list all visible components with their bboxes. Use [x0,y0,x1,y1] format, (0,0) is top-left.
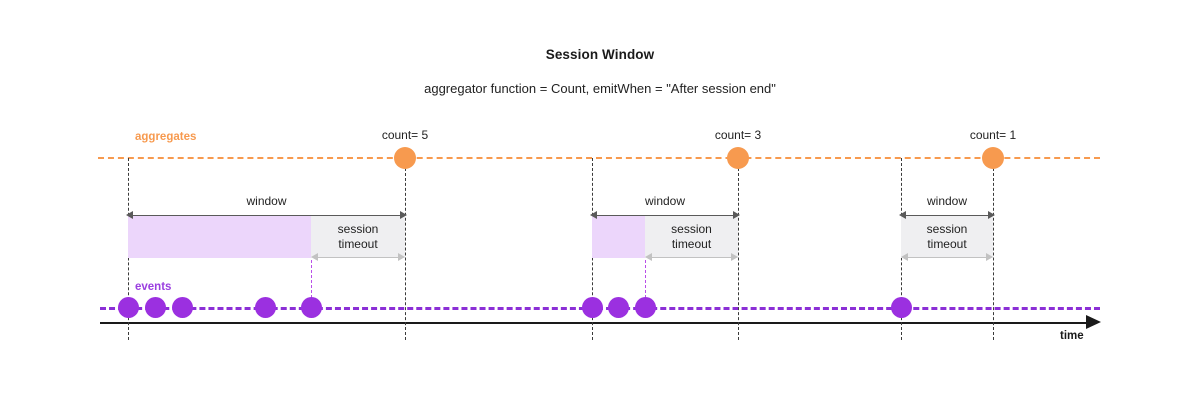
session-timeout-label-line2: timeout [927,237,967,251]
session-active-box-1 [128,215,311,258]
count-label-2: count= 3 [714,128,762,142]
window-arrow-head-left-1 [126,211,133,219]
window-arrow-line-1 [131,215,402,216]
event-marker [254,296,276,318]
timeout-arrow-line-3 [906,257,988,258]
time-axis-line [100,322,1088,324]
timeout-arrow-head-left-1 [311,253,318,261]
event-marker [890,296,912,318]
session-timeout-label-line1: session [671,222,712,236]
timeout-arrow-head-right-1 [398,253,405,261]
session-timeout-label-line1: session [337,222,379,236]
session-timeout-label-1: session timeout [311,222,405,252]
window-arrow-head-right-1 [400,211,407,219]
timeout-arrow-line-1 [316,257,400,258]
session-active-box-2 [592,215,645,258]
window-label-3: window [926,194,968,208]
event-marker [117,296,139,318]
aggregates-baseline [98,157,1100,159]
session-emit-guide-3 [993,168,994,340]
window-arrow-line-3 [904,215,990,216]
window-arrow-head-left-3 [899,211,906,219]
timeout-arrow-head-right-2 [731,253,738,261]
session-timeout-box-2 [645,215,738,258]
count-label-1: count= 5 [381,128,429,142]
session-timeout-box-3 [901,215,993,258]
diagram-subtitle: aggregator function = Count, emitWhen = … [424,81,776,96]
timeout-arrow-head-right-3 [986,253,993,261]
session-emit-guide-2 [738,168,739,340]
session-timeout-label-line2: timeout [338,237,378,251]
session-end-guide-1 [311,215,312,308]
aggregate-marker-2 [727,147,749,169]
window-arrow-head-right-2 [733,211,740,219]
session-emit-guide-1 [405,168,406,340]
session-timeout-label-3: session timeout [901,222,993,252]
timeout-arrow-head-left-2 [645,253,652,261]
window-arrow-head-left-2 [590,211,597,219]
timeout-arrow-head-left-3 [901,253,908,261]
window-label-1: window [246,194,287,208]
events-row-label: events [135,281,172,293]
session-timeout-label-line2: timeout [671,237,712,251]
time-axis-arrowhead [1086,315,1101,329]
aggregate-marker-3 [982,147,1004,169]
aggregate-marker-1 [394,147,416,169]
event-marker [171,296,193,318]
aggregates-row-label: aggregates [135,131,197,143]
count-label-3: count= 1 [969,128,1017,142]
session-timeout-label-2: session timeout [645,222,738,252]
timeout-arrow-line-2 [650,257,733,258]
session-timeout-label-line1: session [926,222,968,236]
event-marker [581,296,603,318]
diagram-title: Session Window [545,47,655,62]
window-label-2: window [644,194,686,208]
window-arrow-head-right-3 [988,211,995,219]
event-marker [144,296,166,318]
time-axis-label: time [1060,330,1084,342]
event-marker [607,296,629,318]
window-arrow-line-2 [595,215,735,216]
session-timeout-box-1 [311,215,405,258]
event-marker [634,296,656,318]
event-marker [300,296,322,318]
session-end-guide-2 [645,215,646,308]
